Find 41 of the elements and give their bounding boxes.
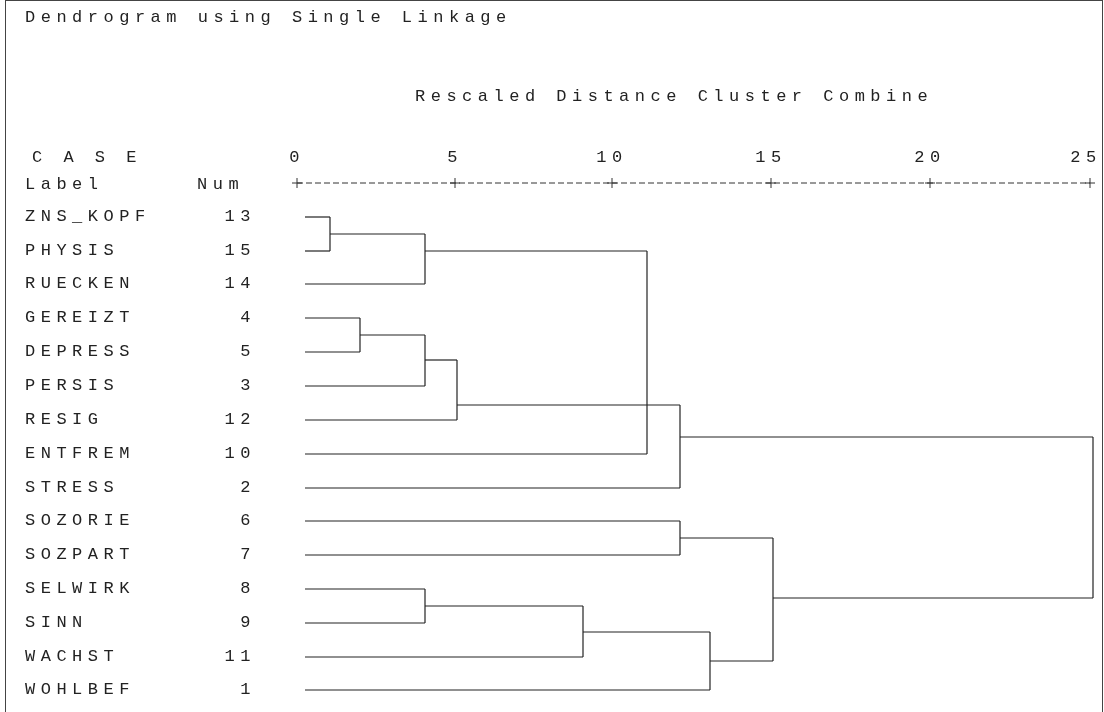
text-label: 10 <box>596 149 628 166</box>
text-label: PERSIS <box>25 377 120 394</box>
text-label: ZNS_KOPF <box>25 208 151 225</box>
text-label: DEPRESS <box>25 343 135 360</box>
text-label: Label <box>25 176 104 193</box>
text-label: Dendrogram using Single Linkage <box>25 9 512 26</box>
text-label: 4 <box>240 309 256 326</box>
text-label: 12 <box>224 411 256 428</box>
text-label: Rescaled Distance Cluster Combine <box>415 88 934 105</box>
text-label: 8 <box>240 580 256 597</box>
text-label: 14 <box>224 275 256 292</box>
text-label: 10 <box>224 445 256 462</box>
text-label: 15 <box>224 242 256 259</box>
text-label: WOHLBEF <box>25 681 135 698</box>
text-label: WACHST <box>25 648 120 665</box>
text-label: C A S E <box>32 149 142 166</box>
text-label: STRESS <box>25 479 120 496</box>
text-label: 2 <box>240 479 256 496</box>
text-label: RESIG <box>25 411 104 428</box>
text-label: 3 <box>240 377 256 394</box>
text-label: SOZPART <box>25 546 135 563</box>
text-label: 9 <box>240 614 256 631</box>
text-label: 6 <box>240 512 256 529</box>
text-label: 11 <box>224 648 256 665</box>
text-label: 0 <box>289 149 305 166</box>
text-label: SOZORIE <box>25 512 135 529</box>
text-label: 20 <box>914 149 946 166</box>
text-label: ENTFREM <box>25 445 135 462</box>
text-label: SELWIRK <box>25 580 135 597</box>
text-label: 25 <box>1070 149 1102 166</box>
text-label: 7 <box>240 546 256 563</box>
text-label: 5 <box>447 149 463 166</box>
text-label: 1 <box>240 681 256 698</box>
text-label: GEREIZT <box>25 309 135 326</box>
text-label: Num <box>197 176 245 193</box>
text-label: 5 <box>240 343 256 360</box>
text-label: 15 <box>755 149 787 166</box>
text-label: SINN <box>25 614 88 631</box>
text-label: 13 <box>224 208 256 225</box>
text-label: PHYSIS <box>25 242 120 259</box>
text-label: RUECKEN <box>25 275 135 292</box>
